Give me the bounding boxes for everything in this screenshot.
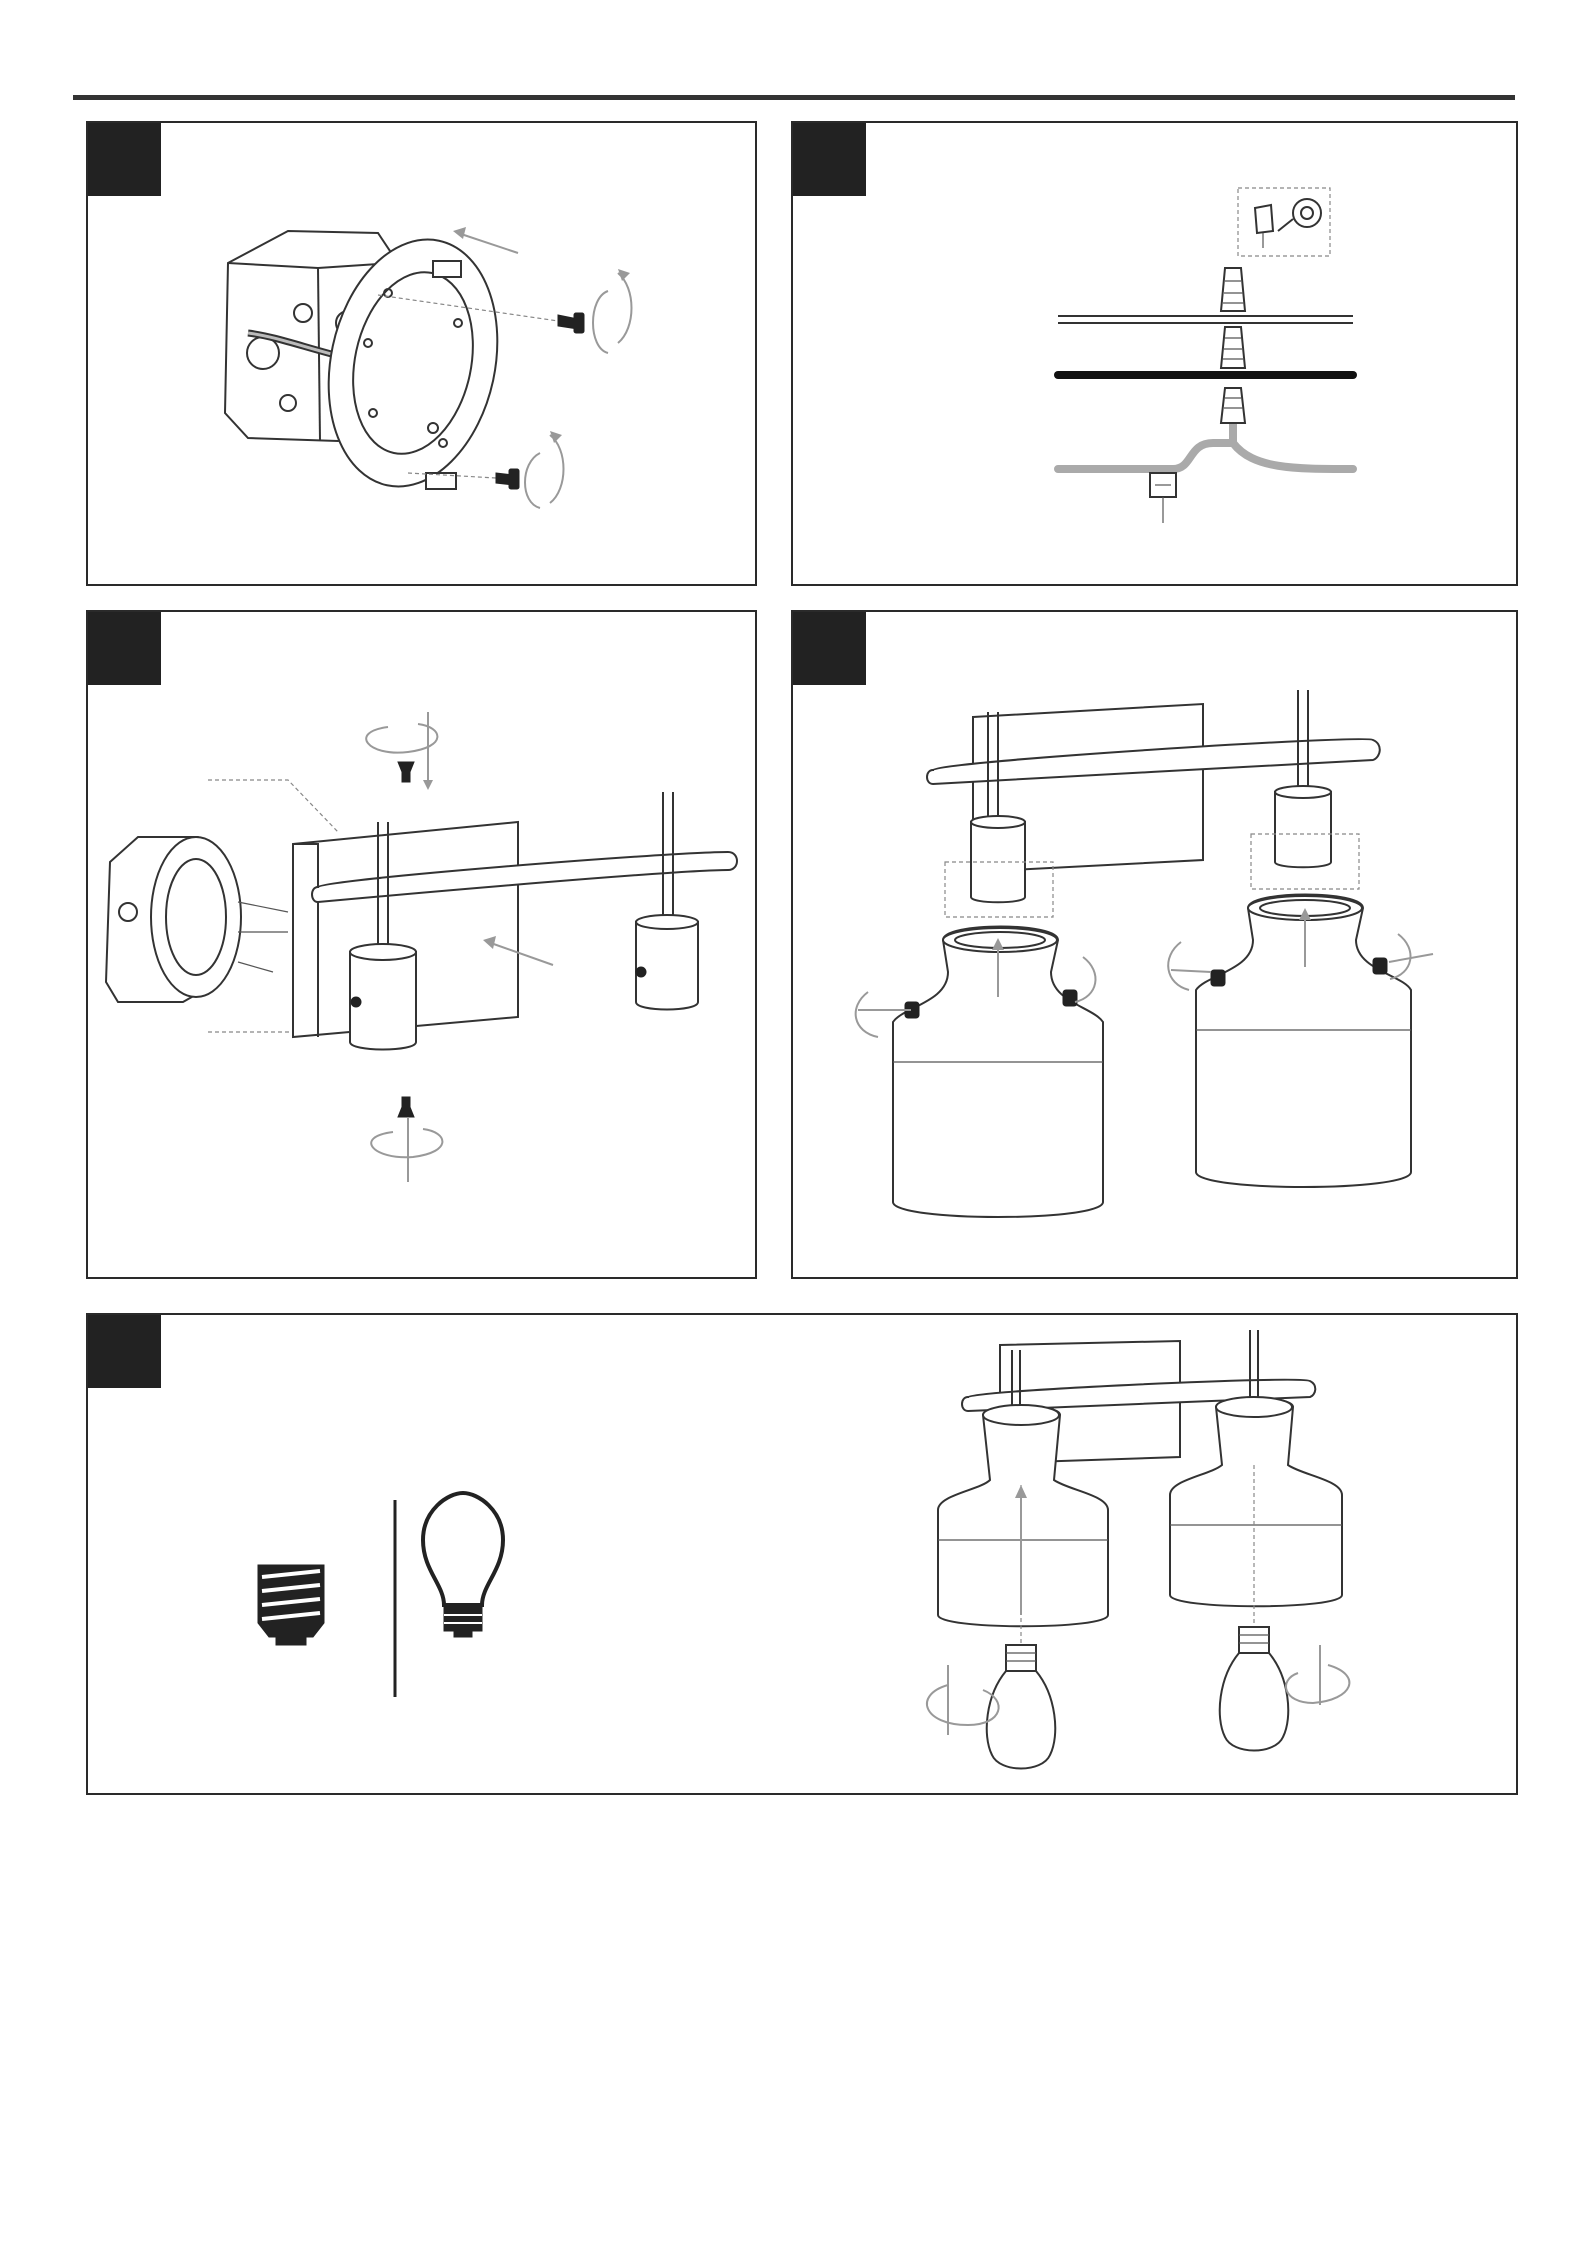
medium-base-icon (258, 1565, 324, 1645)
panel-shade-install (791, 610, 1518, 1279)
header-rule (73, 95, 1515, 100)
panel-fixture-mount (86, 610, 757, 1279)
ground-screw-icon (1150, 473, 1176, 523)
electrical-tape-icon (1238, 188, 1330, 256)
panel-wire-connections (791, 121, 1518, 586)
junction-box-icon (106, 837, 288, 1002)
panel-mount-strap (86, 121, 757, 586)
glass-shade-icon (893, 895, 1411, 1218)
wire-nut-icon (1221, 268, 1245, 423)
panel-bulb-install (86, 1313, 1518, 1795)
a19-bulb-icon (423, 1493, 503, 1637)
